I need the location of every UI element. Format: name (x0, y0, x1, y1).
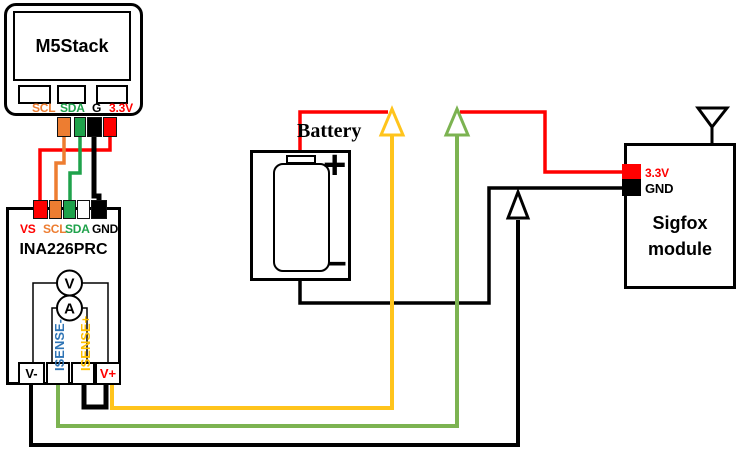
battery-label: Battery (297, 120, 362, 142)
ina226-pin-sda (63, 200, 76, 219)
shunt-jumper (81, 384, 109, 410)
green-arrow-icon (443, 105, 471, 137)
terminal-isense-minus (46, 362, 70, 385)
battery-box: + − (250, 145, 351, 283)
m5stack-pin-label-scl: SCL (32, 101, 56, 115)
battery-cell (273, 163, 330, 272)
wire-3v3-to-vs (38, 133, 112, 207)
ina226-pin-nc (77, 200, 90, 219)
m5stack-pin-g (87, 117, 102, 137)
wire-vplus-yellow (110, 136, 394, 410)
wire-vminus-black (29, 220, 520, 447)
terminal-vplus: V+ (95, 362, 121, 385)
m5stack-screen: M5Stack (13, 11, 131, 81)
ina226-pin-label-scl: SCL (43, 222, 67, 236)
wire-sda (68, 133, 82, 207)
m5stack-button-a[interactable] (18, 85, 51, 104)
antenna-icon (695, 106, 731, 130)
terminal-isense-plus (71, 362, 95, 385)
sigfox-pin-gnd (622, 179, 641, 196)
sigfox-pin-label-gnd: GND (645, 181, 674, 196)
m5stack-pin-3v3 (103, 117, 117, 137)
wire-isense-green (56, 136, 459, 428)
m5stack-pin-sda (74, 117, 86, 137)
ammeter-label: A (64, 301, 75, 318)
ina226-title: INA226PRC (19, 241, 108, 258)
terminal-vminus-label: V- (25, 366, 38, 381)
wire-scl (54, 133, 66, 207)
yellow-arrow-icon (378, 105, 406, 137)
m5stack-pin-label-sda: SDA (60, 101, 85, 115)
m5stack-button-b[interactable] (57, 85, 86, 104)
sigfox-device: 3.3V GND Sigfox module (624, 143, 736, 289)
isense-plus-label: ISENSE+ (78, 315, 93, 371)
ammeter-leads (51, 307, 88, 363)
sigfox-title-line2: module (647, 239, 712, 259)
terminal-vplus-label: V+ (99, 366, 117, 381)
battery-minus-symbol: − (327, 245, 347, 283)
ina226-pin-scl (49, 200, 62, 219)
m5stack-pin-label-g: G (92, 101, 102, 115)
ina226-pin-gnd (91, 200, 107, 219)
isense-minus-label: ISENSE- (52, 318, 67, 371)
wire-to-sigfox-3v3 (460, 110, 624, 174)
m5stack-device: M5Stack SCL SDA G 3.3V (4, 3, 143, 116)
wire-gnd-short (91, 133, 102, 207)
sigfox-title: Sigfox module (630, 210, 730, 262)
ina226-pin-label-sda: SDA (65, 222, 90, 236)
wire-battery-plus (298, 110, 388, 153)
sigfox-title-line1: Sigfox (652, 213, 708, 233)
wire-battery-minus-to-gnd (298, 186, 624, 305)
ina226-pin-vs (33, 200, 48, 219)
voltmeter-label: V (64, 276, 74, 293)
ina226-pin-label-vs: VS (20, 222, 36, 236)
m5stack-pin-label-3v3: 3.3V (109, 101, 133, 115)
m5stack-title: M5Stack (35, 35, 109, 56)
ammeter-icon (56, 294, 83, 322)
sigfox-pin-label-3v3: 3.3V (645, 166, 669, 180)
ina226-pin-label-gnd: GND (92, 222, 119, 236)
m5stack-pin-scl (57, 117, 71, 137)
voltmeter-leads (32, 282, 109, 363)
m5stack-button-c[interactable] (96, 85, 128, 104)
black-arrow-icon (505, 187, 531, 220)
battery-plus-symbol: + (323, 143, 347, 187)
terminal-vminus: V- (18, 362, 45, 385)
sigfox-pin-3v3 (622, 164, 641, 179)
